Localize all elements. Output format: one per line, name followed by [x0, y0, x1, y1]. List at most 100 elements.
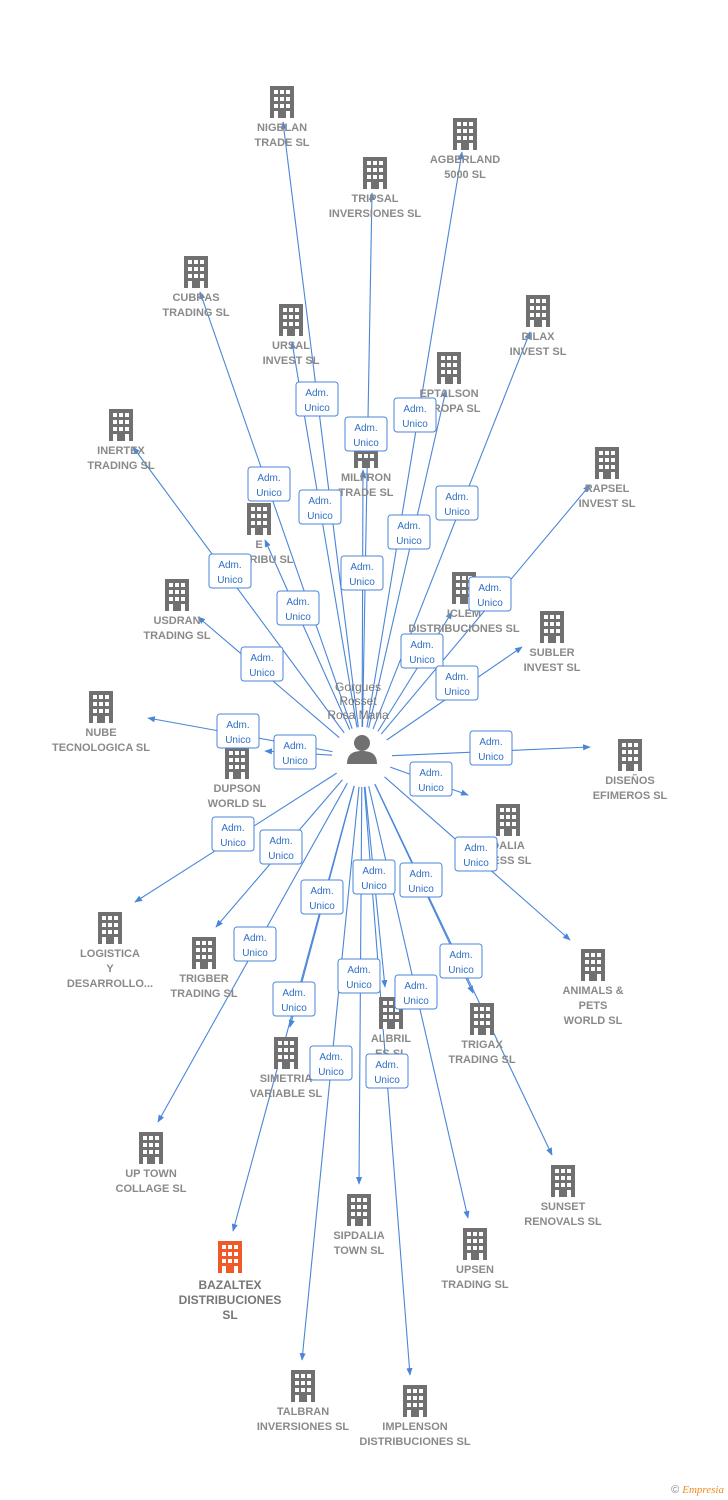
- role-badge[interactable]: Adm.Unico: [439, 943, 483, 979]
- role-badge-text: Adm.: [419, 768, 442, 779]
- role-badge-text: Unico: [444, 687, 470, 698]
- edge-7: [359, 469, 367, 728]
- role-badge[interactable]: Adm.Unico: [276, 590, 320, 626]
- role-badge[interactable]: Adm.Unico: [259, 829, 303, 865]
- role-badge[interactable]: Adm.Unico: [211, 816, 255, 852]
- company-label-line: TRADING SL: [143, 630, 211, 642]
- role-badge[interactable]: Adm.Unico: [387, 514, 431, 550]
- role-badge[interactable]: Adm.Unico: [216, 713, 260, 749]
- role-badge-box: [208, 553, 252, 589]
- company-label-line: EFIMEROS SL: [593, 790, 668, 802]
- edge-3: [199, 291, 353, 729]
- role-badge-box: [337, 958, 381, 994]
- role-badge[interactable]: Adm.Unico: [393, 397, 437, 433]
- person-node[interactable]: Gorgues Rosset Rosa Maria: [327, 680, 389, 764]
- role-badge[interactable]: Adm. Unico: [337, 958, 381, 994]
- building-icon: [98, 912, 122, 944]
- copyright-icon: ©: [671, 1484, 680, 1496]
- role-badge-text: Adm.: [410, 640, 433, 651]
- role-badge[interactable]: Adm.Unico: [365, 1053, 409, 1089]
- role-badge-text: Adm.: [397, 521, 420, 532]
- role-badge[interactable]: Adm.Unico: [208, 553, 252, 589]
- role-badge-text: Unico: [478, 752, 504, 763]
- building-icon: [403, 1385, 427, 1417]
- role-badge[interactable]: Adm.Unico: [247, 466, 291, 502]
- role-badge[interactable]: Adm.Unico: [352, 859, 396, 895]
- role-badge-text: Unico: [477, 598, 503, 609]
- company-node-18[interactable]: LOGISTICAYDESARROLLO...: [67, 912, 153, 990]
- role-badge[interactable]: Adm. Unico: [272, 981, 316, 1017]
- role-badge-text: Unico: [281, 1003, 307, 1014]
- role-badge-box: [409, 761, 453, 797]
- role-badge[interactable]: Adm.Unico: [399, 862, 443, 898]
- role-badge-text: Adm.: [282, 988, 305, 999]
- role-badge[interactable]: Adm.Unico: [468, 576, 512, 612]
- role-badge-box: [344, 416, 388, 452]
- role-badge-text: Adm.: [319, 1052, 342, 1063]
- company-label-line: DISTRIBUCIONES: [179, 1293, 282, 1307]
- role-badge[interactable]: Adm.Unico: [344, 416, 388, 452]
- role-badge-text: Adm.: [464, 843, 487, 854]
- role-badge[interactable]: Adm.Unico: [340, 555, 384, 591]
- company-node-4[interactable]: URSAL INVEST SL: [263, 304, 320, 367]
- company-label-line: INVEST SL: [263, 355, 320, 367]
- company-label-line: E: [255, 539, 262, 551]
- company-label-line: EPTALSON: [419, 388, 478, 400]
- role-badge-text: Unico: [463, 858, 489, 869]
- role-badge[interactable]: Adm. Unico: [469, 730, 513, 766]
- role-badge[interactable]: Adm.Unico: [298, 489, 342, 525]
- company-label-line: URSAL: [272, 340, 310, 352]
- role-badge-box: [365, 1053, 409, 1089]
- role-badge[interactable]: Adm.Unico: [295, 381, 339, 417]
- role-badge-text: Unico: [346, 980, 372, 991]
- company-label-line: TRADE SL: [255, 137, 310, 149]
- role-badge-text: Unico: [353, 438, 379, 449]
- brand-logo: Empresia: [682, 1484, 724, 1496]
- role-badge[interactable]: Adm.Unico: [409, 761, 453, 797]
- role-badge[interactable]: Adm.Unico: [300, 879, 344, 915]
- role-badge[interactable]: Adm.Unico: [435, 665, 479, 701]
- role-badge[interactable]: Adm.Unico: [309, 1045, 353, 1081]
- role-badge[interactable]: Adm. Unico: [454, 836, 498, 872]
- building-icon: [453, 118, 477, 150]
- role-badge-text: Adm.: [347, 965, 370, 976]
- building-icon: [184, 256, 208, 288]
- role-badge[interactable]: Adm.Unico: [273, 734, 317, 770]
- role-badge[interactable]: Adm.Unico: [400, 633, 444, 669]
- company-label-line: ANIMALS &: [562, 985, 623, 997]
- role-badge-text: Unico: [448, 965, 474, 976]
- role-badge[interactable]: Adm.Unico: [240, 646, 284, 682]
- role-badge-box: [435, 485, 479, 521]
- role-badge[interactable]: Adm.Unico: [233, 926, 277, 962]
- role-badge-text: Adm.: [479, 737, 502, 748]
- role-badge[interactable]: Adm.Unico: [394, 974, 438, 1010]
- company-label-line: UPSEN: [456, 1264, 494, 1276]
- role-badge[interactable]: Adm.Unico: [435, 485, 479, 521]
- role-badge-text: Adm.: [250, 653, 273, 664]
